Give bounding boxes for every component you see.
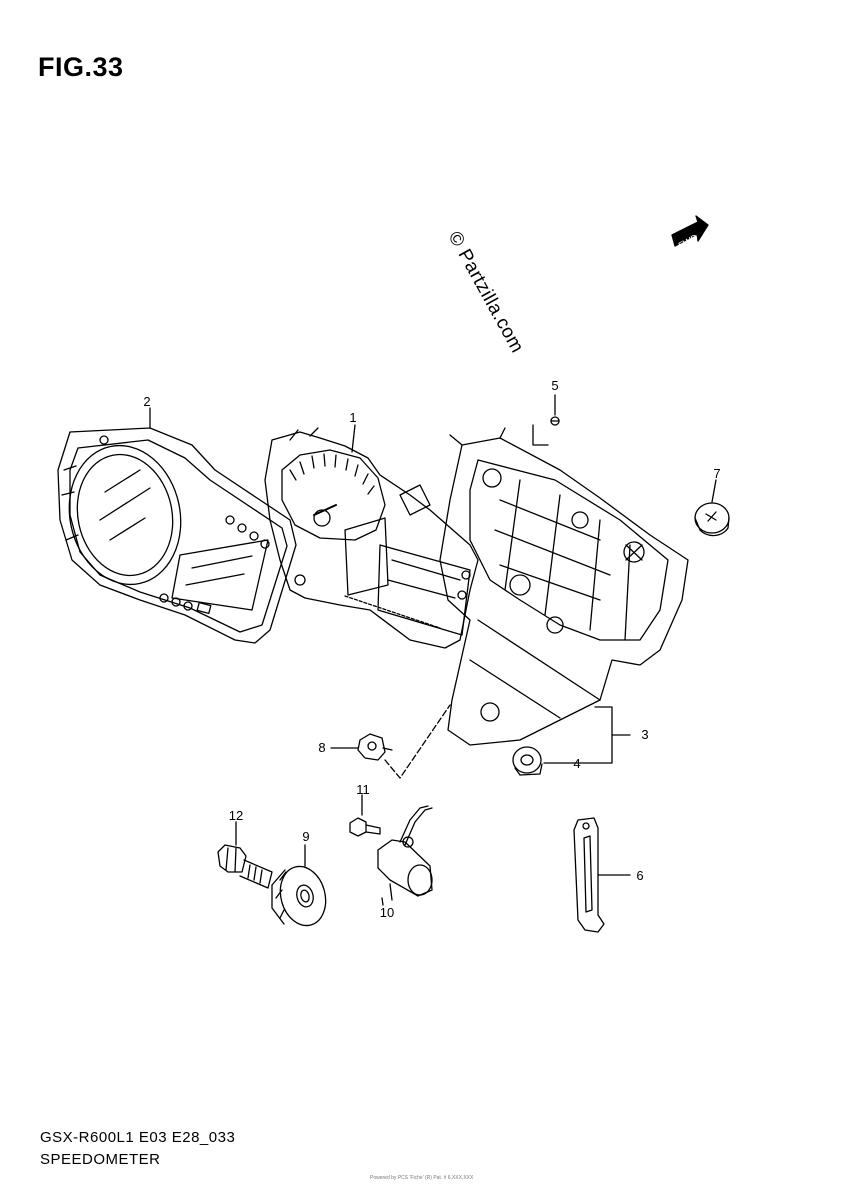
callout-6: 6 xyxy=(636,868,643,883)
part-3-meter-bracket[interactable] xyxy=(439,427,689,746)
callout-12: 12 xyxy=(229,808,243,823)
part-8-screw[interactable] xyxy=(357,733,393,761)
leader-5 xyxy=(532,424,549,446)
callout-8: 8 xyxy=(318,740,325,755)
callout-5: 5 xyxy=(551,378,558,393)
part-9-gear[interactable] xyxy=(271,861,332,930)
model-code: GSX-R600L1 E03 E28_033 xyxy=(40,1129,236,1146)
leader-10 xyxy=(381,897,384,906)
leader-7 xyxy=(711,479,717,503)
fwd-arrow-icon xyxy=(671,215,709,247)
part-11-bolt[interactable] xyxy=(349,817,381,837)
callout-9: 9 xyxy=(302,829,309,844)
part-6-strap[interactable] xyxy=(573,817,605,933)
part-2-meter-cover[interactable] xyxy=(57,427,297,644)
figure-title: FIG.33 xyxy=(38,52,124,82)
callout-1: 1 xyxy=(349,410,356,425)
part-7-cap[interactable] xyxy=(694,502,730,537)
leader-1 xyxy=(351,424,356,453)
callout-10: 10 xyxy=(380,905,394,920)
callout-2: 2 xyxy=(143,394,150,409)
callout-11: 11 xyxy=(356,782,370,797)
callout-7: 7 xyxy=(713,466,720,481)
leader-8-dashed xyxy=(384,704,451,779)
part-1-meter-assembly[interactable] xyxy=(264,427,479,649)
part-10-speed-sensor[interactable] xyxy=(377,805,433,901)
leader-3-4 xyxy=(543,706,613,764)
fine-print: Powered by PCS 'Fiche' (R) Pat. # 6,XXX,… xyxy=(370,1175,474,1181)
assembly-name: SPEEDOMETER xyxy=(40,1151,161,1168)
part-12-bolt[interactable] xyxy=(217,844,273,889)
callout-4: 4 xyxy=(573,756,580,771)
part-5-screw[interactable] xyxy=(550,416,560,426)
part-4-grommet[interactable] xyxy=(512,746,543,776)
callout-3: 3 xyxy=(641,727,648,742)
